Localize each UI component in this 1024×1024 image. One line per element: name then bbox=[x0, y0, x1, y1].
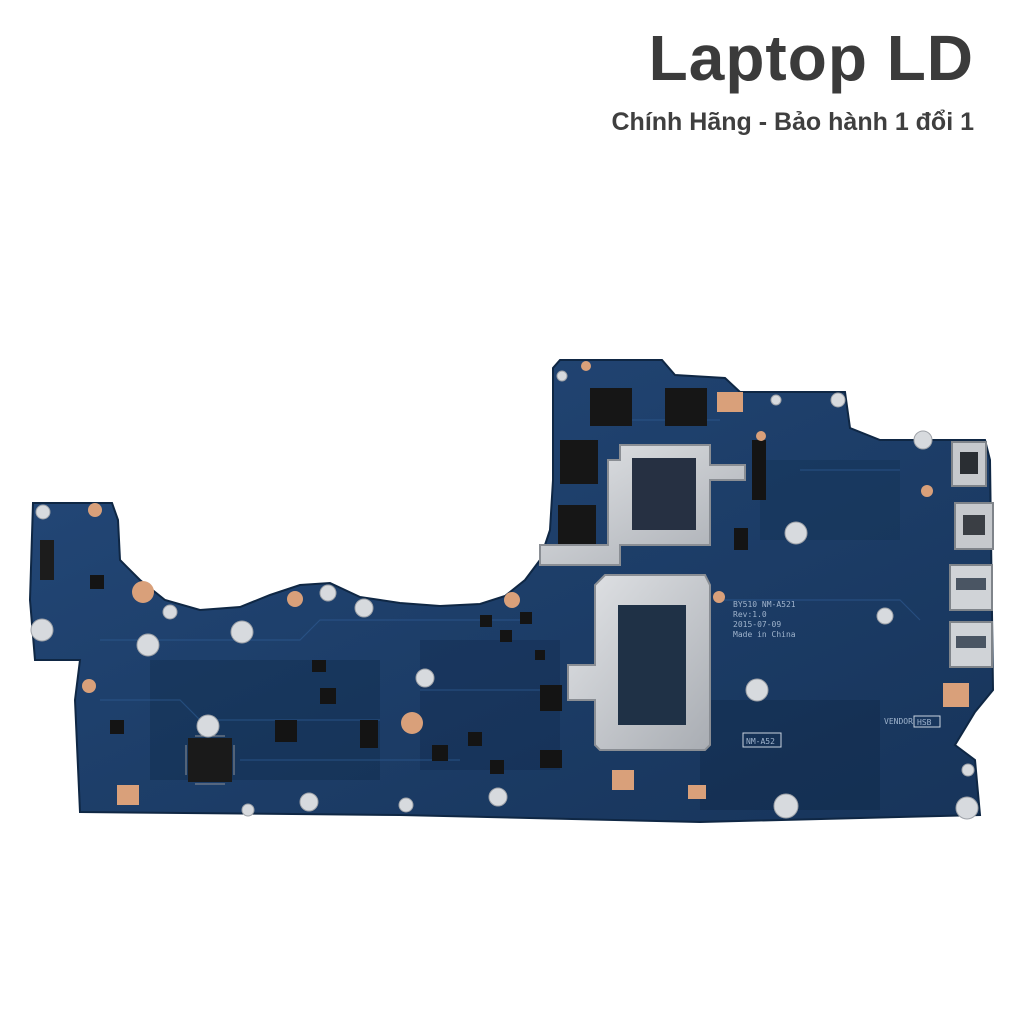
gpu-die bbox=[632, 458, 696, 530]
silk-model: BY510 NM-A521 bbox=[733, 600, 796, 609]
controller-chip bbox=[188, 738, 232, 782]
silk-box bbox=[742, 732, 782, 748]
copper-pads bbox=[82, 361, 969, 805]
brand-title: Laptop LD bbox=[648, 22, 974, 94]
silk-origin: Made in China bbox=[733, 630, 796, 639]
mounting-holes bbox=[30, 370, 979, 820]
ribbon-connector bbox=[40, 540, 54, 580]
small-components bbox=[90, 440, 766, 774]
silk-vendor: VENDOR bbox=[884, 717, 913, 726]
silk-short: NM-A52 bbox=[746, 737, 775, 746]
silk-rev: Rev:1.0 bbox=[733, 610, 767, 619]
brand-subtitle: Chính Hãng - Bảo hành 1 đổi 1 bbox=[611, 108, 975, 136]
silk-vendor-code: HSB bbox=[917, 718, 932, 727]
trace-lines bbox=[100, 419, 921, 761]
memory-chips bbox=[558, 388, 707, 549]
silk-date: 2015-07-09 bbox=[733, 620, 781, 629]
cpu-die bbox=[618, 605, 686, 725]
brand-block: Laptop LD Chính Hãng - Bảo hành 1 đổi 1 bbox=[612, 22, 975, 137]
usb-ports bbox=[949, 441, 994, 668]
silk-vendor-box bbox=[913, 715, 941, 728]
